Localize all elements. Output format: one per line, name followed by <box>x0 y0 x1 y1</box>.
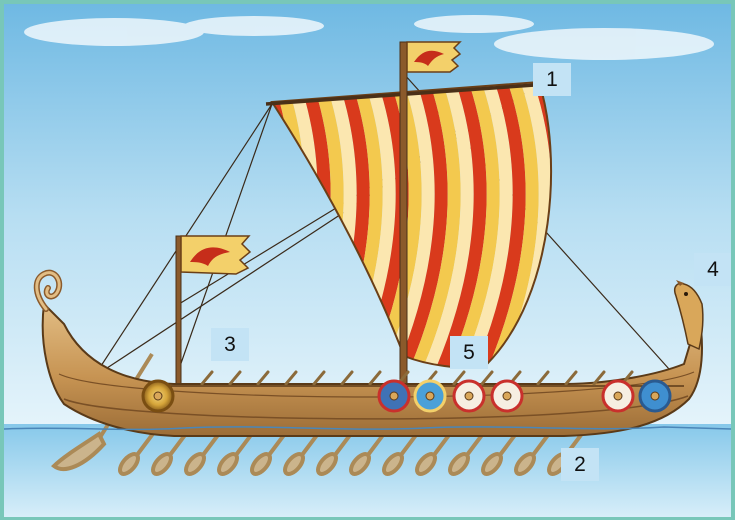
bird-banner-icon <box>407 42 460 72</box>
viking-ship-illustration <box>4 4 731 517</box>
round-shield-icon <box>603 381 633 411</box>
round-shield-icon <box>640 381 670 411</box>
callout-5: 5 <box>450 336 488 369</box>
round-shield-icon <box>492 381 522 411</box>
callout-3: 3 <box>211 328 249 361</box>
bird-banner-icon <box>181 236 250 274</box>
callout-1: 1 <box>533 63 571 96</box>
main-mast <box>400 42 407 390</box>
round-shield-icon <box>415 381 445 411</box>
round-shield-icon <box>143 381 173 411</box>
callout-4: 4 <box>694 253 732 286</box>
round-shield-icon <box>454 381 484 411</box>
round-shield-icon <box>379 381 409 411</box>
callout-2: 2 <box>561 448 599 481</box>
sea <box>4 424 731 517</box>
